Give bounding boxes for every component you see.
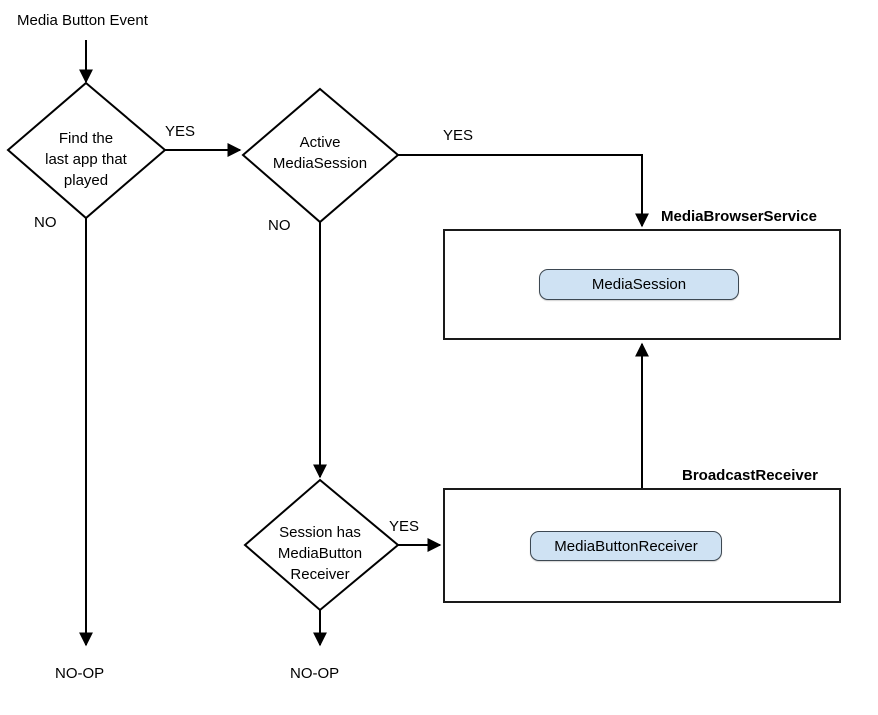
group-label-mediabrowserservice: MediaBrowserService <box>661 208 817 225</box>
branch-label-active-mediasession-yes: YES <box>443 127 474 144</box>
connector-active-mediasession-yes <box>398 154 649 228</box>
component-mediasession[interactable]: MediaSession <box>539 269 739 300</box>
decision-active-mediasession-shape[interactable] <box>241 87 400 224</box>
group-label-broadcastreceiver: BroadcastReceiver <box>682 467 818 484</box>
entry-label: Media Button Event <box>17 12 148 29</box>
branch-label-find-last-app-yes: YES <box>165 123 196 140</box>
branch-label-session-has-receiver-yes: YES <box>389 518 420 535</box>
terminal-no-op-left: NO-OP <box>55 665 105 682</box>
branch-label-find-last-app-no: NO <box>34 214 57 231</box>
decision-session-has-receiver-shape[interactable] <box>243 478 400 612</box>
component-mediabuttonreceiver[interactable]: MediaButtonReceiver <box>530 531 722 561</box>
terminal-no-op-middle: NO-OP <box>290 665 340 682</box>
branch-label-active-mediasession-no: NO <box>268 217 291 234</box>
decision-find-last-app-shape[interactable] <box>6 81 167 220</box>
